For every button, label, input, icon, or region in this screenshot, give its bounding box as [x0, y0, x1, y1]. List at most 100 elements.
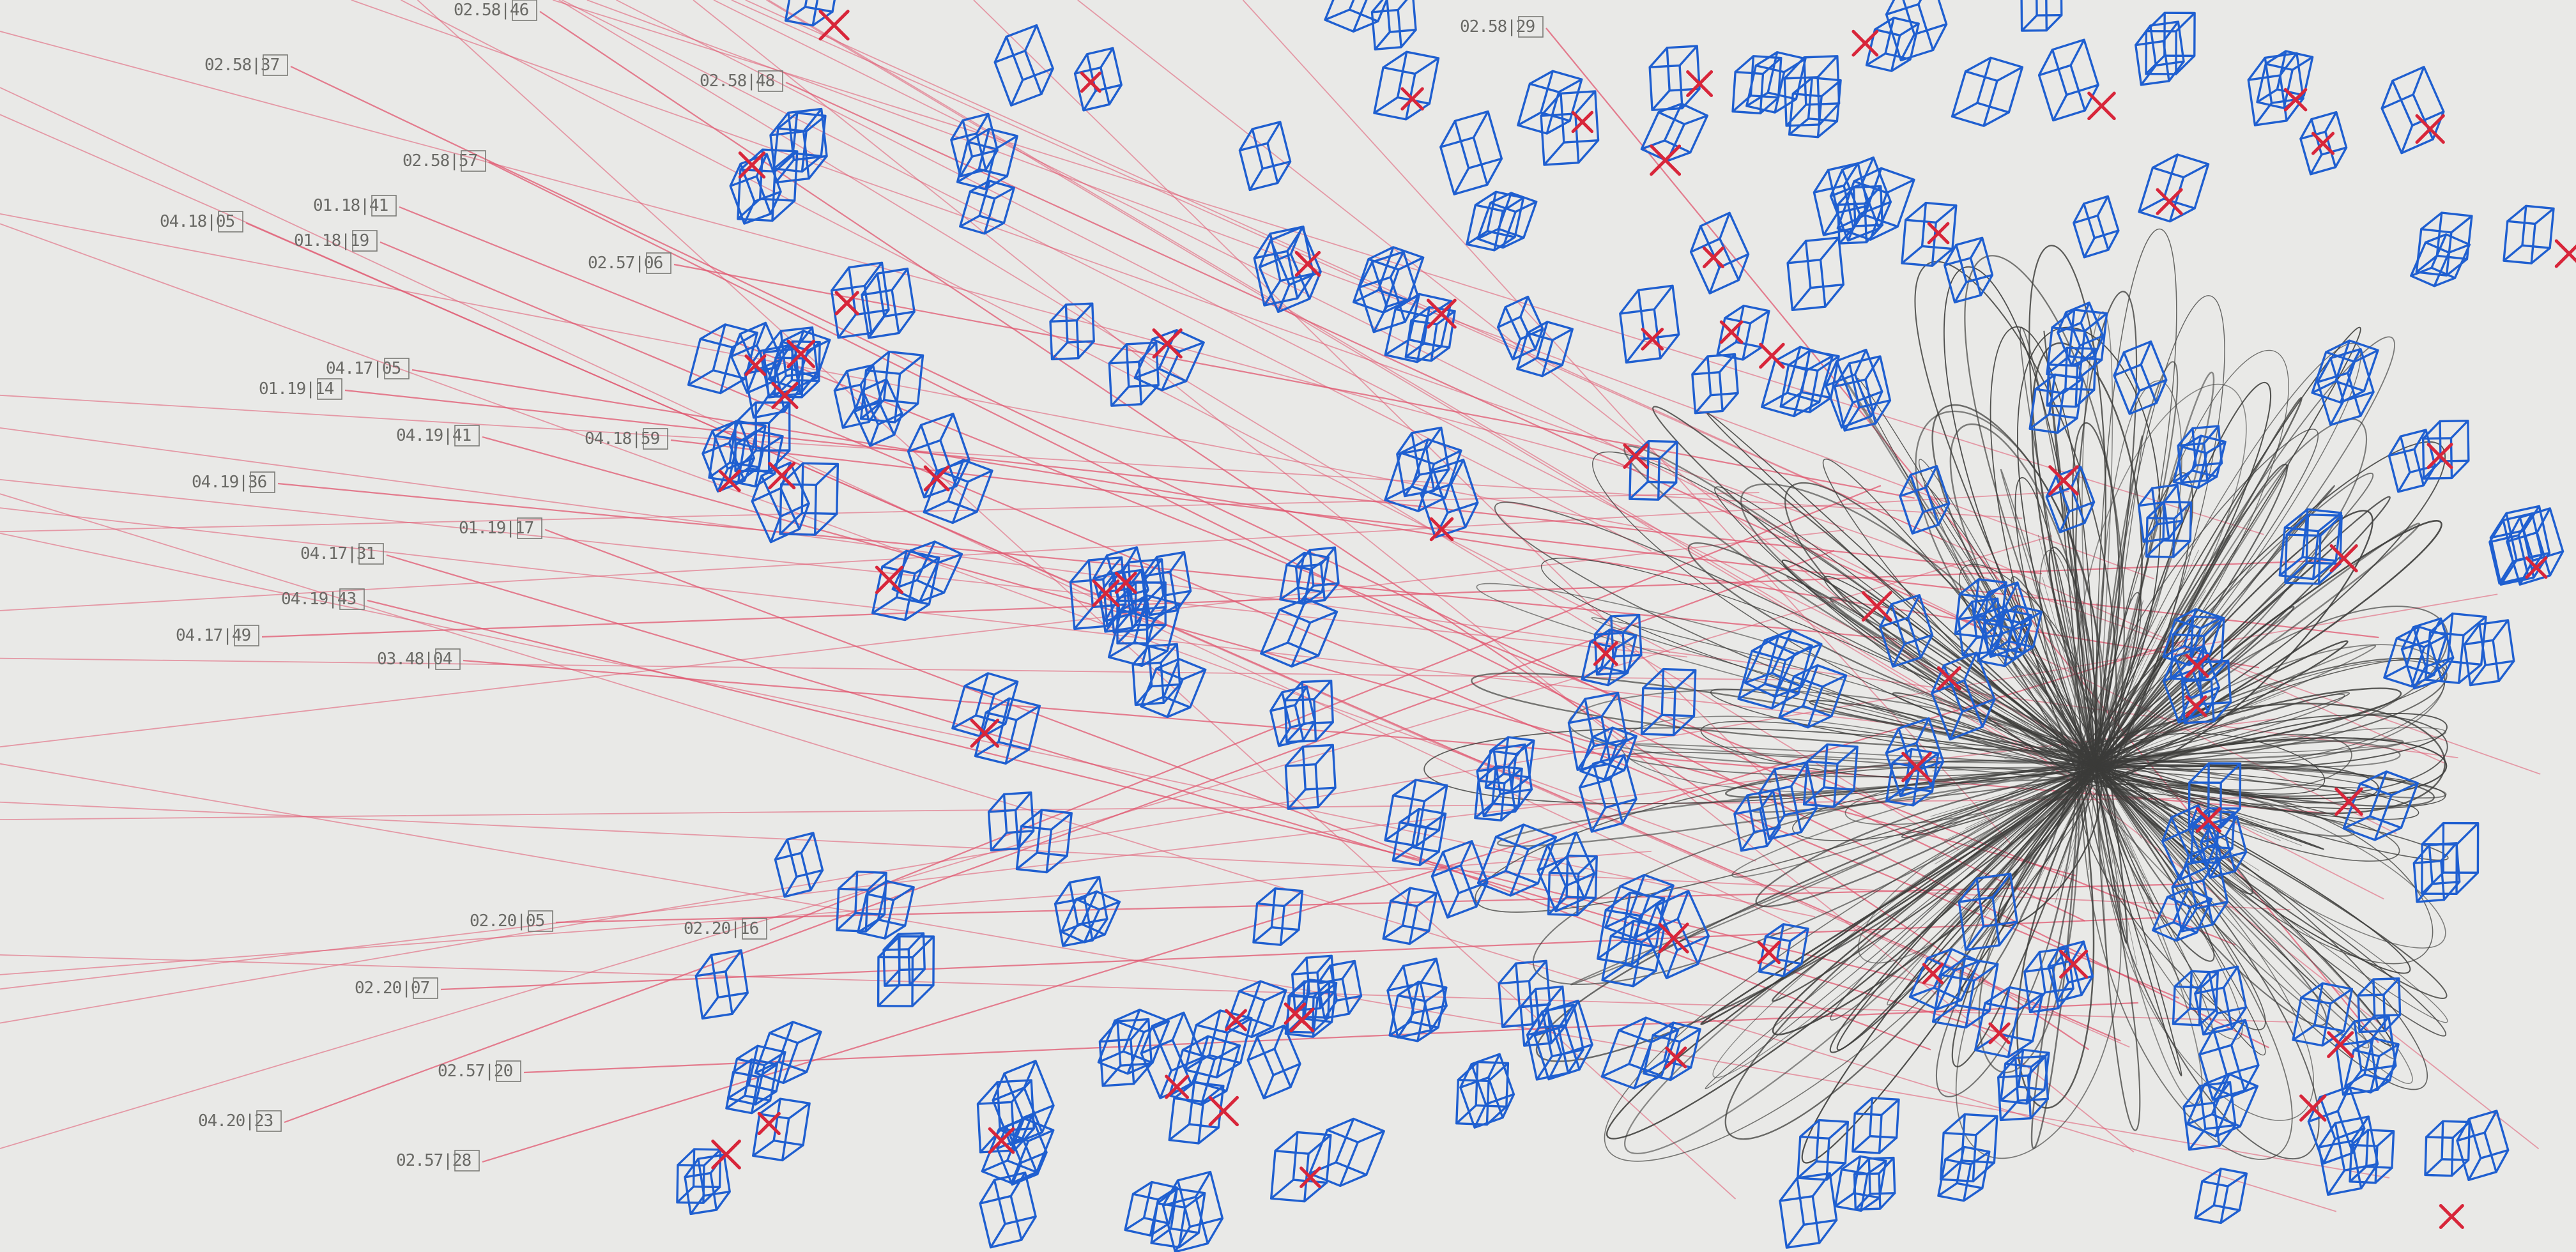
- blue-cube: [871, 549, 940, 622]
- timestamp-label: 02.57|28: [396, 1150, 480, 1172]
- cube-front-face: [1885, 3, 1935, 62]
- cube-front-face: [1370, 8, 1402, 50]
- graphite-loop: [2095, 714, 2448, 797]
- cube-edge: [1919, 752, 1939, 768]
- cube-edge: [1246, 1036, 1259, 1061]
- cube-edge: [814, 513, 838, 536]
- cube-edge: [1645, 905, 1658, 934]
- cross-stroke: [988, 1127, 1015, 1154]
- cube-front-face: [729, 175, 772, 225]
- cross-stroke: [1851, 29, 1879, 57]
- cube-edge: [1477, 869, 1506, 884]
- cube-front-face: [1778, 675, 1824, 729]
- cube-edge: [1420, 469, 1434, 495]
- cube-edge: [1625, 338, 1646, 363]
- cube-front-face: [2198, 1044, 2246, 1101]
- cross-stroke: [1114, 571, 1137, 594]
- cube-edge: [1040, 68, 1054, 95]
- cross-stroke: [1593, 641, 1618, 666]
- cube-edge: [1963, 652, 1978, 681]
- cube-edge: [1015, 791, 1032, 811]
- cube-edge: [1836, 745, 1859, 765]
- cube-front-face: [923, 470, 969, 524]
- cube-edge: [1970, 237, 1984, 259]
- timestamp-text: 04.19|41: [396, 426, 471, 445]
- cube-edge: [1892, 748, 1912, 764]
- cube-edge: [904, 603, 930, 622]
- cube-edge: [2458, 664, 2482, 684]
- cube-front-face: [1899, 486, 1940, 535]
- cube-back-face: [2065, 302, 2104, 347]
- cube-back-face: [2014, 1055, 2050, 1102]
- cube-edge: [1927, 948, 1952, 959]
- cube-edge: [2284, 508, 2309, 529]
- blue-cube: [2073, 195, 2120, 259]
- cube-edge: [1061, 923, 1083, 933]
- cube-edge: [1248, 168, 1264, 191]
- cube-back-face: [1348, 0, 1396, 23]
- graphite-hair: [2022, 733, 2096, 767]
- red-thread-line: [0, 114, 2130, 1048]
- blue-cube: [1124, 1180, 1178, 1237]
- cube-edge: [1317, 965, 1331, 984]
- cube-edge: [2388, 436, 2402, 457]
- cube-front-face: [1284, 763, 1319, 810]
- cube-edge: [1841, 1155, 1861, 1171]
- cube-edge: [1546, 119, 1570, 135]
- cube-edge: [2161, 817, 2173, 842]
- red-thread-line: [785, 81, 1986, 632]
- cube-back-face: [1497, 192, 1538, 239]
- cube-edge: [700, 323, 726, 340]
- cube-edge: [1549, 855, 1569, 874]
- red-cross: [818, 10, 850, 41]
- cube-edge: [1515, 201, 1537, 213]
- cube-edge: [1405, 102, 1430, 121]
- cube-edge: [1738, 683, 1766, 700]
- cube-back-face: [1122, 1009, 1170, 1064]
- cube-edge: [2203, 425, 2220, 445]
- blue-cube: [754, 1021, 822, 1085]
- cube-front-face: [1908, 957, 1956, 1011]
- cube-edge: [967, 470, 993, 483]
- graphite-hair: [2066, 708, 2096, 767]
- cube-edge: [1816, 55, 1839, 78]
- graphite-loop: [1568, 689, 2113, 769]
- graphite-loop: [2095, 756, 2379, 804]
- blue-cube: [2299, 111, 2348, 176]
- cube-edge: [2317, 357, 2332, 383]
- cube-front-face: [1252, 902, 1285, 946]
- red-cross: [771, 381, 799, 409]
- cube-front-face: [767, 340, 809, 390]
- blue-cube: [1760, 346, 1834, 418]
- cube-edge: [1621, 614, 1640, 634]
- cube-edge: [899, 354, 924, 375]
- cube-edge: [1604, 769, 1625, 781]
- cube-back-face: [697, 1154, 731, 1197]
- red-thread-line: [0, 491, 2069, 611]
- cube-edge: [894, 402, 919, 424]
- cube-back-face: [2365, 1129, 2395, 1169]
- graphite-hair: [2005, 653, 2096, 767]
- cube-front-face: [2410, 241, 2450, 287]
- blue-cube: [684, 1154, 731, 1216]
- red-cross: [2334, 787, 2363, 816]
- cube-edge: [1983, 111, 2010, 127]
- cube-back-face: [1956, 1145, 1991, 1189]
- cube-back-face: [2186, 857, 2229, 910]
- cube-edge: [1312, 981, 1330, 998]
- blue-cube: [2046, 309, 2108, 379]
- cube-edge: [755, 322, 767, 346]
- cube-edge: [1652, 1021, 1674, 1036]
- cube-edge: [1979, 274, 1993, 296]
- cube-edge: [1046, 855, 1068, 873]
- cube-edge: [2155, 379, 2168, 404]
- cube-edge: [1289, 979, 1310, 996]
- graphite-loop: [2094, 397, 2303, 767]
- cube-edge: [1372, 306, 1388, 333]
- cube-edge: [1874, 399, 1891, 425]
- cube-edge: [1317, 787, 1337, 808]
- cube-edge: [1943, 244, 1958, 266]
- cube-edge: [1108, 343, 1128, 364]
- cube-edge: [1568, 698, 1586, 724]
- cross-stroke: [2156, 188, 2183, 215]
